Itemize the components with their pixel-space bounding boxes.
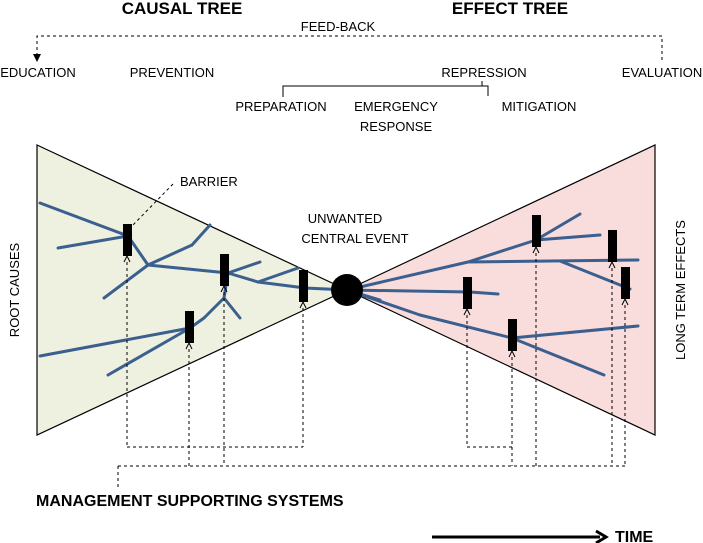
emergency-label-line1: EMERGENCY <box>354 99 438 114</box>
evaluation-label: EVALUATION <box>622 65 702 80</box>
barrier-1 <box>123 224 132 256</box>
prevention-label: PREVENTION <box>130 65 215 80</box>
central-event-node <box>331 274 363 306</box>
barrier-7 <box>621 267 630 299</box>
preparation-label: PREPARATION <box>235 99 326 114</box>
barrier-6 <box>608 230 617 262</box>
barrier-2 <box>220 254 229 286</box>
barrier-4 <box>299 270 308 302</box>
repression-bracket <box>282 81 489 97</box>
effect-tree-title: EFFECT TREE <box>452 0 568 18</box>
causal-tree-title: CAUSAL TREE <box>122 0 243 18</box>
barrier-9 <box>508 319 517 351</box>
causal-branches <box>38 201 349 377</box>
central-event-label-line2: CENTRAL EVENT <box>301 231 408 246</box>
barrier-5 <box>532 215 541 247</box>
emergency-label-line2: RESPONSE <box>360 119 433 134</box>
management-label: MANAGEMENT SUPPORTING SYSTEMS <box>36 493 344 510</box>
mitigation-label: MITIGATION <box>502 99 577 114</box>
causal-tree-triangle <box>36 144 349 436</box>
time-arrowhead <box>595 529 609 543</box>
barrier-label: BARRIER <box>180 174 238 189</box>
central-event-label-line1: UNWANTED <box>308 211 383 226</box>
barrier-3 <box>185 311 194 343</box>
feedback-arrowhead <box>33 54 41 62</box>
feedback-line <box>36 35 663 60</box>
management-links <box>117 253 626 487</box>
feedback-label: FEED-BACK <box>301 19 376 34</box>
barrier-8 <box>463 277 472 309</box>
effect-tree-triangle <box>345 144 656 436</box>
barrier-arrowheads <box>123 245 629 358</box>
time-label: TIME <box>615 529 654 543</box>
repression-label: REPRESSION <box>441 65 526 80</box>
barrier-pointer <box>131 183 174 227</box>
root-causes-label: ROOT CAUSES <box>7 242 22 337</box>
education-label: EDUCATION <box>0 65 76 80</box>
barriers <box>123 215 630 351</box>
long-term-effects-label: LONG TERM EFFECTS <box>673 220 688 360</box>
